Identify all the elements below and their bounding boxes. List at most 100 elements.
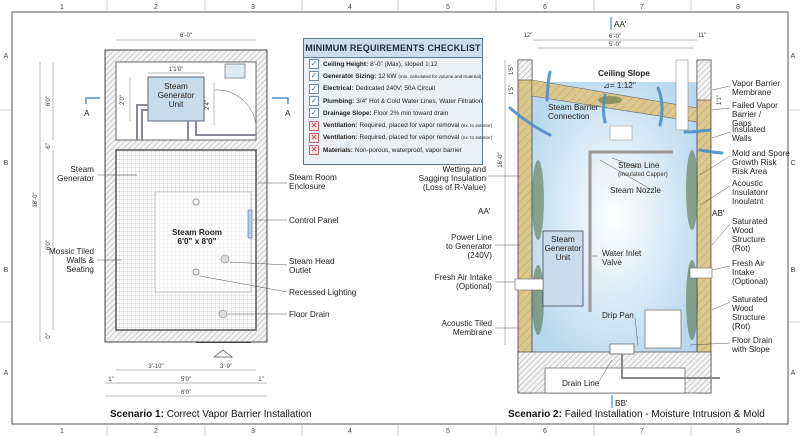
- steam-room-floor: [154, 191, 252, 293]
- steam-room-label: Steam Room: [172, 228, 222, 237]
- checklist-item-key: Ceiling Height:: [323, 60, 369, 68]
- checkbox-checked-icon: ✓: [309, 83, 319, 94]
- steam-head-icon: [220, 254, 230, 264]
- grid-col-1-bottom: 1: [60, 428, 64, 435]
- scenario2-caption: Scenario 2: Failed Installation - Moistu…: [508, 409, 765, 420]
- seat-box: [644, 309, 682, 349]
- grid-col-6-bottom: 6: [543, 428, 547, 435]
- checklist-item-key: Electrical:: [323, 85, 354, 93]
- s2-dim-top1: 6'-0": [609, 34, 621, 40]
- grid-row-right-1: A: [791, 53, 796, 60]
- checklist-item-text: Dedicated 240V; 50A Circuit: [355, 85, 436, 93]
- label-steam-line-note: (Insulated Capper): [618, 172, 668, 178]
- s2-dim-gap: 1'1": [717, 95, 723, 105]
- checklist-item-key: Drainage Slope:: [323, 109, 372, 117]
- s2-dim-left: 12": [524, 33, 533, 39]
- sink-icon: [224, 63, 246, 79]
- dim-bottom-left: 3'-10": [148, 364, 163, 370]
- checklist-item: ✓Plumbing:3/4" Hot & Cold Water Lines, W…: [304, 95, 482, 107]
- checklist-item: ✕Ventilation:Required, placed for vapor …: [304, 132, 492, 144]
- s2-dim-h2: 1'5": [509, 85, 515, 95]
- checkbox-failed-icon: ✕: [309, 120, 319, 131]
- section-marker-right-icon: [272, 97, 289, 104]
- marker-bb-bottom: BB': [615, 399, 628, 408]
- checklist-item-text: 8'-0" (Max), sloped 1:12: [370, 60, 438, 68]
- dimension-lines: [39, 39, 267, 397]
- checkbox-failed-icon: ✕: [309, 132, 319, 143]
- dim-side-right: 1": [258, 377, 263, 383]
- door-swing-icon: [214, 89, 257, 126]
- s2-dim-top2: 5'-0": [609, 42, 621, 48]
- dim-total: 18'-0": [33, 192, 39, 207]
- drain-line-pipe: [621, 354, 720, 379]
- s2-dim-h1: 1'5": [509, 65, 515, 75]
- dim-unit-height: 2'0": [120, 95, 126, 105]
- dim-unit-width: 1'1'0": [169, 67, 183, 73]
- label-steam-nozzle: Steam Nozzle: [610, 186, 661, 195]
- dim-top-width: 6'-0": [180, 33, 192, 39]
- s2-dim-right: 11": [698, 33, 706, 39]
- dim-gap: 6": [46, 143, 52, 148]
- grid-row-right-4: A: [791, 370, 796, 377]
- steam-generator-unit-section: [542, 230, 584, 307]
- control-panel-icon: [247, 209, 253, 239]
- grid-col-1: 1: [60, 4, 64, 11]
- grid-col-2: 2: [154, 4, 158, 11]
- checklist-item-note: (ex. to exterior): [461, 135, 493, 141]
- checklist-item: ✓ Ceiling Height:8'-0" (Max), sloped 1:12: [304, 58, 482, 70]
- grid-col-7-bottom: 7: [640, 428, 644, 435]
- right-wall: [696, 59, 712, 394]
- checklist-item-key: Plumbing:: [323, 97, 355, 105]
- grid-col-7: 7: [640, 4, 644, 11]
- steam-line-pipe: [588, 150, 673, 312]
- checklist-item-key: Generator Sizing:: [323, 72, 377, 80]
- floor-drain-section: [609, 343, 635, 355]
- label-drip-pan: Drip Pan: [602, 311, 634, 320]
- grid-col-3-bottom: 3: [251, 428, 255, 435]
- marker-aa-top: AA': [614, 20, 627, 29]
- checklist-item-text: Required, placed for vapor removal: [359, 134, 460, 142]
- dim-side-left: 1": [108, 377, 113, 383]
- grid-row-left-1: A: [4, 53, 9, 60]
- checklist-item: ✕Materials:Non-porous, waterproof, vapor…: [304, 144, 482, 156]
- label-recessed-lighting: Recessed Lighting: [289, 288, 357, 297]
- left-wall: [517, 59, 533, 394]
- steam-arrows: [508, 70, 724, 155]
- checklist-item-text: Floor 2% min toward drain: [373, 109, 449, 117]
- ceiling-slope-label: Ceiling Slope: [598, 69, 650, 78]
- label-floor-drain: Floor Drain: [289, 310, 330, 319]
- marker-aa-left: AA': [478, 207, 491, 216]
- steam-room-size: 6'0" x 8'0": [178, 237, 217, 246]
- section-a-left: A: [84, 109, 90, 118]
- checklist-item-note: (ex. to exterior): [461, 123, 493, 129]
- steam-generator-unit-plan: [147, 76, 205, 122]
- label-drain-line: Drain Line: [562, 379, 600, 388]
- entry-arrow-icon: [212, 349, 234, 358]
- section-marker-left-icon: [85, 97, 100, 104]
- section-a-right: A: [285, 109, 291, 118]
- dim-outer: 6'0": [181, 390, 191, 396]
- light-fixture-icon: [192, 198, 200, 206]
- checkbox-checked-icon: ✓: [309, 59, 319, 70]
